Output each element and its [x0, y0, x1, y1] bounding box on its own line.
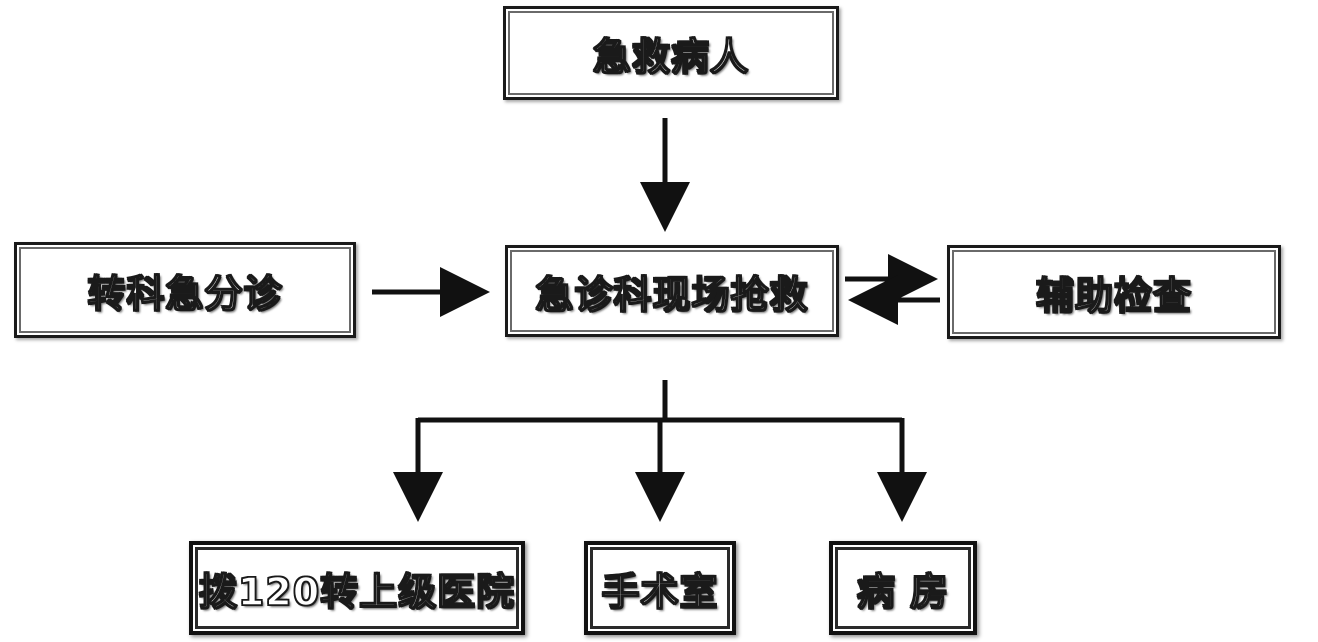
- node-exam: 辅助检查: [947, 245, 1281, 339]
- node-call120: 拨120转上级医院: [189, 541, 525, 635]
- node-ward: 病 房: [829, 541, 977, 635]
- node-ward-label: 病 房: [856, 569, 950, 615]
- node-exam-label: 辅助检查: [1035, 273, 1192, 319]
- node-call120-label: 拨120转上级医院: [198, 569, 516, 615]
- node-surgery: 手术室: [584, 541, 736, 635]
- node-rescue: 急诊科现场抢救: [505, 245, 839, 337]
- node-patient: 急救病人: [503, 6, 839, 100]
- node-patient-label: 急救病人: [592, 34, 749, 80]
- node-surgery-label: 手术室: [601, 569, 719, 615]
- node-rescue-label: 急诊科现场抢救: [535, 272, 809, 318]
- node-transfer-label: 转科急分诊: [87, 271, 283, 317]
- node-transfer: 转科急分诊: [14, 242, 356, 338]
